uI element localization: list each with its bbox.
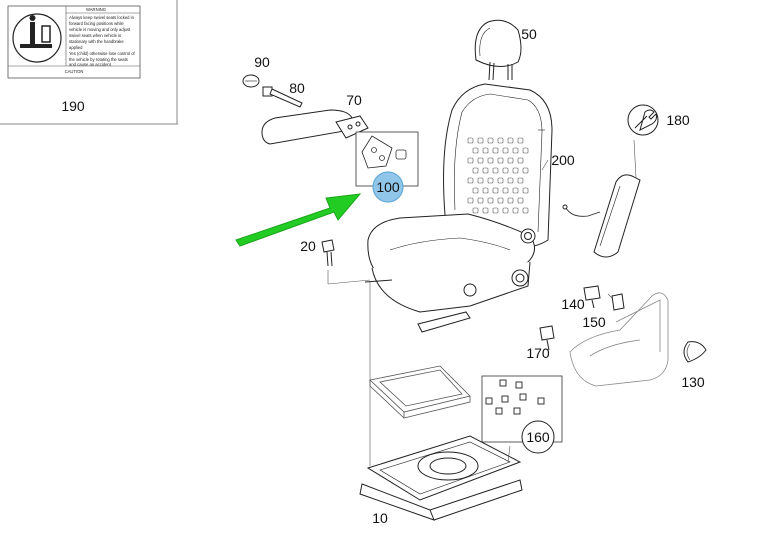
mesh-hole [507, 157, 514, 164]
mesh-hole [517, 137, 524, 144]
part-label-170[interactable]: 170 [526, 345, 550, 361]
clip-140-drawing [583, 285, 601, 309]
mesh-hole [512, 187, 519, 194]
part-label-20[interactable]: 20 [300, 238, 316, 254]
mesh-hole [492, 207, 499, 214]
mesh-hole [517, 177, 524, 184]
mesh-hole [467, 137, 474, 144]
mesh-hole [517, 197, 524, 204]
mesh-hole [502, 207, 509, 214]
part-label-140[interactable]: 140 [561, 296, 585, 312]
part-label-50[interactable]: 50 [521, 26, 537, 42]
mesh-hole [497, 197, 504, 204]
warning-label-panel: WARNING Always keep swivel seats locked … [0, 0, 178, 125]
mesh-hole [482, 147, 489, 154]
mesh-hole [507, 137, 514, 144]
warning-line: forward facing positions while [69, 21, 124, 26]
mesh-hole [492, 147, 499, 154]
mesh-hole [522, 147, 529, 154]
mesh-hole [477, 137, 484, 144]
part-label-190[interactable]: 190 [61, 98, 85, 114]
wrench-icon [627, 104, 659, 136]
mesh-hole [472, 187, 479, 194]
part-label-180[interactable]: 180 [666, 112, 690, 128]
mesh-hole [477, 197, 484, 204]
mesh-hole [467, 177, 474, 184]
part-label-100[interactable]: 100 [376, 179, 400, 195]
mesh-hole [472, 207, 479, 214]
warning-line: Yes (child) otherwise lose control of [69, 51, 136, 56]
part-100-highlight[interactable] [372, 171, 404, 203]
mesh-hole [482, 187, 489, 194]
mesh-hole [472, 147, 479, 154]
part-label-80[interactable]: 80 [289, 80, 305, 96]
warning-line: applied [69, 45, 83, 50]
warning-line: Always keep swivel seats locked in [69, 15, 135, 20]
mesh-hole [482, 167, 489, 174]
mesh-hole [492, 167, 499, 174]
side-panel-180-drawing [562, 139, 641, 258]
bolt-20-drawing [321, 239, 371, 285]
warning-footer: CAUTION [65, 69, 84, 74]
mesh-hole [512, 147, 519, 154]
seat-cushion-drawing [364, 213, 536, 333]
mesh-hole [522, 207, 529, 214]
mesh-hole [502, 147, 509, 154]
part-label-130[interactable]: 130 [681, 374, 705, 390]
mesh-hole [507, 197, 514, 204]
part-label-10[interactable]: 10 [372, 510, 388, 526]
warning-heading: WARNING [86, 7, 106, 12]
cover-130-drawing [683, 341, 707, 363]
warning-line: stationary with the handbrake [69, 39, 124, 44]
mesh-hole [497, 157, 504, 164]
mesh-hole [502, 187, 509, 194]
info-warning-icon [12, 13, 62, 63]
warning-line: vehicle is moving and only adjust [69, 27, 131, 32]
backrest-mesh-pattern [467, 137, 529, 214]
mesh-hole [467, 157, 474, 164]
mesh-hole [507, 177, 514, 184]
mesh-hole [487, 197, 494, 204]
warning-line: swivel seats when vehicle is [69, 33, 121, 38]
swivel-base-drawing [359, 282, 523, 521]
mesh-hole [522, 187, 529, 194]
mesh-hole [522, 167, 529, 174]
part-label-90[interactable]: 90 [254, 54, 270, 70]
mesh-hole [492, 187, 499, 194]
part-label-70[interactable]: 70 [346, 92, 362, 108]
part-label-150[interactable]: 150 [582, 314, 606, 330]
mesh-hole [487, 177, 494, 184]
part-label-200[interactable]: 200 [551, 152, 575, 168]
mesh-hole [517, 157, 524, 164]
cushion-frame-drawing [369, 365, 471, 419]
screw-kit-160-box [481, 375, 563, 454]
screw-170-drawing [539, 325, 555, 351]
mesh-hole [487, 157, 494, 164]
headrest-drawing [474, 19, 522, 81]
mesh-hole [477, 177, 484, 184]
part-label-160[interactable]: 160 [526, 429, 550, 445]
armrest-drawing [261, 109, 369, 145]
mesh-hole [487, 137, 494, 144]
mesh-hole [472, 167, 479, 174]
warning-line: and cause an accident [69, 62, 112, 67]
mesh-hole [497, 177, 504, 184]
warning-line: the vehicle by rotating the seats [69, 57, 128, 62]
mesh-hole [482, 207, 489, 214]
cap-90-drawing [242, 74, 260, 88]
leader-lines [541, 159, 613, 299]
highlight-arrow [235, 193, 362, 247]
side-trim-drawing [569, 292, 669, 387]
mesh-hole [497, 137, 504, 144]
clip-150-drawing [611, 293, 625, 311]
mesh-hole [467, 197, 474, 204]
mesh-hole [512, 207, 519, 214]
bolt-80-drawing [262, 86, 303, 108]
mesh-hole [502, 167, 509, 174]
mesh-hole [477, 157, 484, 164]
mesh-hole [512, 167, 519, 174]
